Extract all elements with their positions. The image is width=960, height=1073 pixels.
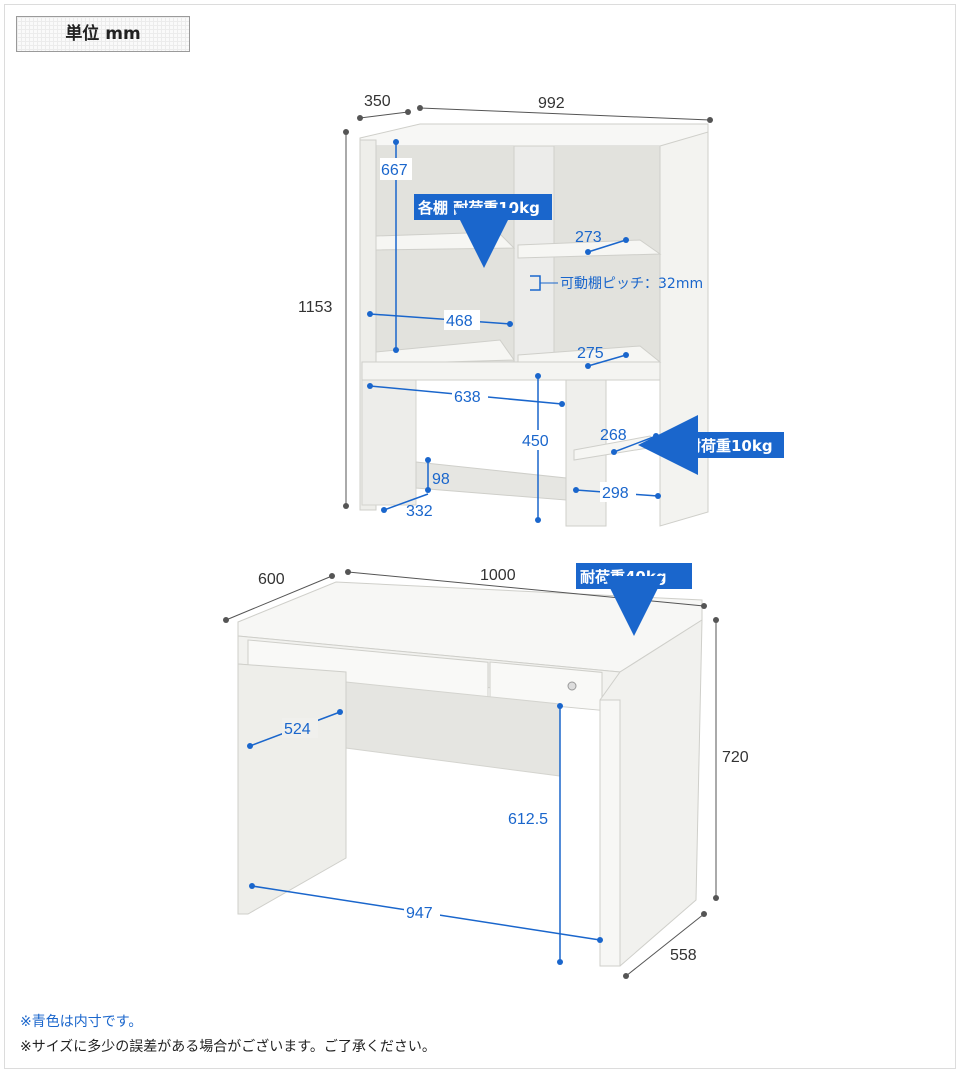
hutch-right-lower-shelf-label: 275 bbox=[577, 345, 604, 362]
unit-label: 単位 mm bbox=[16, 16, 190, 52]
desk-depth-label: 600 bbox=[258, 571, 285, 588]
desk-knee-width-label: 947 bbox=[406, 905, 433, 922]
shelf-pitch-callout: 可動棚ピッチ：32mm bbox=[530, 275, 703, 292]
hutch-base-depth-label: 332 bbox=[406, 503, 433, 520]
hutch-width-label: 992 bbox=[538, 95, 565, 112]
hutch-side-bottom-label: 298 bbox=[602, 485, 629, 502]
hutch-outer-dimensions: 350 992 1153 bbox=[298, 93, 713, 509]
hutch-right-upper-shelf-label: 273 bbox=[575, 229, 602, 246]
hutch-drawing bbox=[359, 123, 709, 527]
desk-knee-height-label: 612.5 bbox=[508, 811, 548, 828]
hutch-opening-height-label: 450 bbox=[522, 433, 549, 450]
desk-height-label: 720 bbox=[722, 749, 749, 766]
side-shelf-load-label: 耐荷重10kg bbox=[686, 437, 773, 455]
hutch-opening-width-label: 638 bbox=[454, 389, 481, 406]
desk-load-label: 耐荷重40kg bbox=[580, 568, 667, 586]
desk-knee-depth-label: 524 bbox=[284, 721, 311, 738]
hutch-side-shelf-width-label: 268 bbox=[600, 427, 627, 444]
hutch-height-label: 1153 bbox=[298, 299, 333, 316]
hutch-side-shelf-badge: 耐荷重10kg bbox=[638, 415, 784, 475]
hutch-depth-label: 350 bbox=[364, 93, 391, 110]
hutch-base-height-label: 98 bbox=[432, 471, 450, 488]
hutch-left-shelf-width-label: 468 bbox=[446, 313, 473, 330]
desk-width-label: 1000 bbox=[480, 567, 516, 584]
desk-foot-depth-label: 558 bbox=[670, 947, 697, 964]
hutch-shelf-load-badge: 各棚 耐荷重10kg bbox=[414, 194, 552, 268]
desk-load-badge: 耐荷重40kg bbox=[576, 563, 692, 636]
size-tolerance-note: ※サイズに多少の誤差がある場合がございます。ご了承ください。 bbox=[20, 1039, 436, 1055]
shelf-pitch-label: 可動棚ピッチ：32mm bbox=[560, 276, 703, 292]
page-frame bbox=[4, 4, 956, 1069]
each-shelf-load-label: 各棚 耐荷重10kg bbox=[417, 199, 540, 217]
hutch-shelf-height-label: 667 bbox=[381, 162, 408, 179]
desk-drawing bbox=[237, 581, 703, 967]
desk-inner-dimensions: 524 612.5 947 bbox=[247, 703, 603, 965]
inner-dimension-note: ※青色は内寸です。 bbox=[20, 1014, 143, 1030]
